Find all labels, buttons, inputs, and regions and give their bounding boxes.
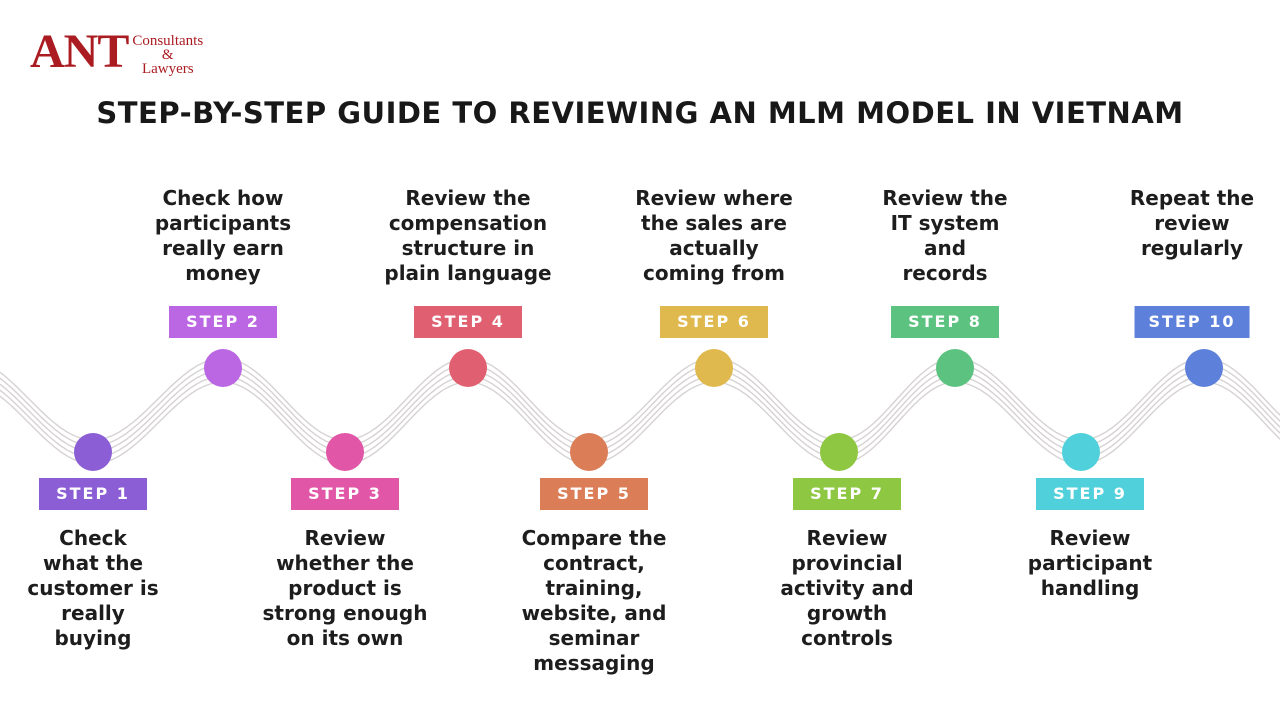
- step-description-5: Compare the contract, training, website,…: [521, 526, 667, 675]
- step-group-5: STEP 5 Compare the contract, training, w…: [478, 478, 710, 676]
- step-badge-9: STEP 9: [1036, 478, 1144, 510]
- step-badge-6: STEP 6: [660, 306, 768, 338]
- step-group-6: Review where the sales are actually comi…: [598, 186, 830, 346]
- step-group-10: Repeat the review regularly STEP 10: [1076, 186, 1280, 346]
- step-group-4: Review the compensation structure in pla…: [352, 186, 584, 346]
- step-dot-1: [74, 433, 112, 471]
- page-title: STEP-BY-STEP GUIDE TO REVIEWING AN MLM M…: [96, 96, 1184, 130]
- step-dot-4: [449, 349, 487, 387]
- step-group-2: Check how participants really earn money…: [107, 186, 339, 346]
- step-group-8: Review the IT system and records STEP 8: [829, 186, 1061, 346]
- company-logo: ANT Consultants & Lawyers: [30, 25, 204, 78]
- step-badge-3: STEP 3: [291, 478, 399, 510]
- step-dot-5: [570, 433, 608, 471]
- wave-line: [0, 375, 1280, 459]
- step-description-8: Review the IT system and records: [882, 186, 1008, 285]
- step-description-4: Review the compensation structure in pla…: [384, 186, 552, 285]
- step-badge-4: STEP 4: [414, 306, 522, 338]
- logo-subtitle: Consultants & Lawyers: [132, 33, 204, 77]
- step-description-9: Review participant handling: [1027, 526, 1153, 600]
- step-badge-1: STEP 1: [39, 478, 147, 510]
- logo-subtitle-line2: &: [161, 47, 174, 63]
- step-dot-7: [820, 433, 858, 471]
- wave-line: [0, 357, 1280, 441]
- step-description-6: Review where the sales are actually comi…: [635, 186, 793, 285]
- step-badge-2: STEP 2: [169, 306, 277, 338]
- logo-subtitle-line1: Consultants: [132, 33, 204, 49]
- wave-line: [0, 369, 1280, 453]
- step-description-2: Check how participants really earn money: [154, 186, 292, 285]
- logo-subtitle-line3: Lawyers: [141, 61, 194, 77]
- step-badge-7: STEP 7: [793, 478, 901, 510]
- step-group-9: STEP 9 Review participant handling: [974, 478, 1206, 601]
- step-dot-2: [204, 349, 242, 387]
- step-group-3: STEP 3 Review whether the product is str…: [229, 478, 461, 651]
- step-badge-8: STEP 8: [891, 306, 999, 338]
- step-description-3: Review whether the product is strong eno…: [262, 526, 428, 650]
- logo-acronym: ANT: [30, 25, 129, 78]
- wave-line: [0, 363, 1280, 447]
- step-badge-5: STEP 5: [540, 478, 648, 510]
- step-group-7: STEP 7 Review provincial activity and gr…: [731, 478, 963, 651]
- step-dot-9: [1062, 433, 1100, 471]
- step-description-10: Repeat the review regularly: [1129, 186, 1255, 260]
- step-description-1: Check what the customer is really buying: [27, 526, 159, 650]
- step-dot-10: [1185, 349, 1223, 387]
- wave-lines: [0, 357, 1280, 465]
- step-description-7: Review provincial activity and growth co…: [780, 526, 914, 650]
- step-dot-3: [326, 433, 364, 471]
- wave-line: [0, 381, 1280, 465]
- step-group-1: STEP 1 Check what the customer is really…: [0, 478, 209, 651]
- step-dot-6: [695, 349, 733, 387]
- step-badge-10: STEP 10: [1134, 306, 1250, 338]
- step-dot-8: [936, 349, 974, 387]
